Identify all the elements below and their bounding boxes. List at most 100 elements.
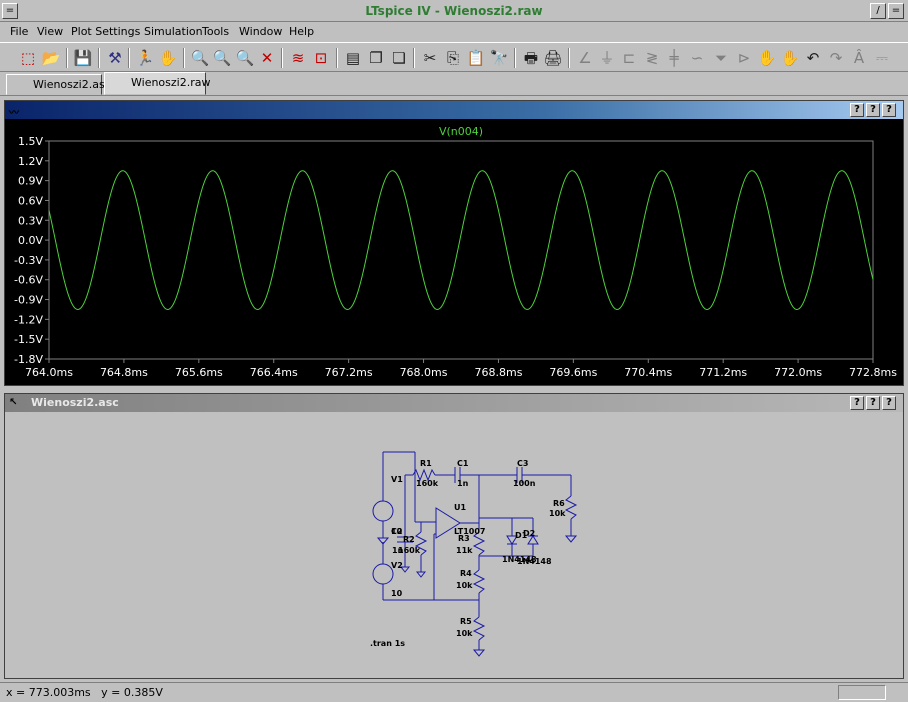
label-v2-value: 10 — [391, 589, 403, 598]
plot-minimize-button[interactable]: ? — [850, 103, 864, 117]
tab-wienoszi2-asc[interactable]: Wienoszi2.asc — [6, 74, 111, 95]
plot-window-titlebar[interactable]: 〰 ? ? ? — [5, 101, 903, 119]
zoom-fit-icon[interactable]: ⊡ — [314, 49, 328, 67]
autorange-icon[interactable]: ≋ — [291, 49, 305, 67]
minimize-button[interactable]: / — [870, 3, 886, 19]
capacitor-icon[interactable]: ╪ — [669, 49, 679, 67]
label-v1-value: 10 — [391, 527, 403, 536]
spice-directive-icon[interactable]: ⎓ — [876, 49, 888, 67]
title-bar[interactable]: = LTspice IV - Wienoszi2.raw / = — [0, 0, 908, 22]
menu-simulation[interactable]: Simulation — [144, 25, 203, 38]
zoom-out-icon[interactable]: 🔍 — [235, 49, 255, 67]
maximize-button[interactable]: = — [888, 3, 904, 19]
system-menu-button[interactable]: = — [2, 3, 18, 19]
label-r2-value: 160k — [398, 546, 421, 555]
label-r1: R1 — [420, 459, 432, 468]
drag-icon[interactable]: ✋ — [780, 49, 800, 67]
voltage-source-v2 — [372, 563, 394, 585]
tile-vertical-icon[interactable]: ❏ — [392, 49, 406, 67]
document-tabs: Wienoszi2.asc Wienoszi2.raw — [0, 72, 908, 96]
label-d2-value: 1N4148 — [517, 557, 552, 566]
zoom-in-icon[interactable]: 🔍 — [190, 49, 210, 67]
undo-icon[interactable]: ↶ — [806, 49, 820, 67]
label-r6-value: 10k — [549, 509, 566, 518]
print-setup-icon[interactable]: 🖶 — [523, 49, 539, 67]
menu-help[interactable]: Help — [289, 25, 315, 38]
find-icon[interactable]: 🔭 — [489, 49, 509, 67]
label-r4-value: 10k — [456, 581, 473, 590]
label-c1: C1 — [457, 459, 469, 468]
save-icon[interactable]: 💾 — [73, 49, 93, 67]
y-tick-label: -0.9V — [14, 294, 43, 307]
diode-icon[interactable]: ⏷ — [714, 49, 727, 67]
label-v2: V2 — [391, 561, 403, 570]
schematic-canvas[interactable]: R1 160k C1 1n C3 100n R6 10k V1 10 U1 LT… — [5, 412, 903, 678]
print-icon[interactable]: 🖨 — [543, 49, 563, 67]
plot-maximize-button[interactable]: ? — [866, 103, 880, 117]
run-icon[interactable]: 🏃 — [135, 49, 155, 67]
label-c1-value: 1n — [457, 479, 469, 488]
plot-close-button[interactable]: ? — [882, 103, 896, 117]
menu-file[interactable]: File — [10, 25, 29, 38]
schematic-close-button[interactable]: ? — [882, 396, 896, 410]
cursor-readout: x = 773.003ms y = 0.385V — [6, 686, 163, 699]
cut-icon[interactable]: ✂ — [423, 49, 437, 67]
x-tick-label: 764.0ms — [25, 366, 73, 379]
y-tick-label: 0.3V — [18, 214, 43, 227]
copy-icon[interactable]: ⎘ — [446, 49, 459, 67]
schematic-window: ↖ Wienoszi2.asc ? ? ? — [4, 393, 904, 679]
open-icon[interactable]: 📂 — [41, 49, 61, 67]
voltage-source-v1 — [372, 500, 394, 522]
resistor-icon[interactable]: ≷ — [645, 49, 659, 67]
label-r6: R6 — [553, 499, 565, 508]
menu-tools[interactable]: Tools — [202, 25, 230, 38]
toolbar: ⬚ 📂 💾 ⚒ 🏃 ✋ 🔍 🔍 🔍 ✕ ≋ ⊡ ▤ ❐ ❏ ✂ ⎘ 📋 🔭 🖶 … — [0, 42, 908, 72]
schematic-minimize-button[interactable]: ? — [850, 396, 864, 410]
y-tick-label: -0.6V — [14, 274, 43, 287]
x-tick-label: 764.8ms — [100, 366, 148, 379]
x-tick-label: 772.0ms — [774, 366, 822, 379]
x-tick-label: 766.4ms — [250, 366, 298, 379]
schematic-maximize-button[interactable]: ? — [866, 396, 880, 410]
new-schematic-icon[interactable]: ⬚ — [20, 49, 36, 67]
menu-plot-settings[interactable]: Plot Settings — [71, 25, 141, 38]
control-panel-icon[interactable]: ⚒ — [108, 49, 122, 67]
menu-view[interactable]: View — [37, 25, 64, 38]
x-tick-label: 767.2ms — [325, 366, 373, 379]
schematic-icon: ↖ — [9, 397, 18, 408]
redo-icon[interactable]: ↷ — [829, 49, 843, 67]
pan-hand-icon[interactable]: ✋ — [158, 49, 178, 67]
y-tick-label: 1.5V — [18, 135, 43, 148]
spice-directive-tran[interactable]: .tran 1s — [370, 639, 405, 648]
cascade-icon[interactable]: ❐ — [369, 49, 383, 67]
x-tick-label: 768.0ms — [400, 366, 448, 379]
move-icon[interactable]: ✋ — [757, 49, 777, 67]
label-net-icon[interactable]: ⊏ — [622, 49, 636, 67]
zoom-cancel-icon[interactable]: ✕ — [260, 49, 274, 67]
paste-icon[interactable]: 📋 — [466, 49, 486, 67]
waveform-plot[interactable]: 1.5V1.2V0.9V0.6V0.3V0.0V-0.3V-0.6V-0.9V-… — [5, 119, 903, 385]
y-tick-label: 1.2V — [18, 155, 43, 168]
y-tick-label: -1.2V — [14, 313, 43, 326]
y-tick-label: -1.5V — [14, 333, 43, 346]
label-c2-value: 1n — [392, 546, 404, 555]
inductor-icon[interactable]: ∽ — [690, 49, 704, 67]
label-d1: D1 — [515, 531, 528, 540]
x-tick-label: 772.8ms — [849, 366, 897, 379]
menu-window[interactable]: Window — [239, 25, 283, 38]
component-icon[interactable]: ⊳ — [737, 49, 751, 67]
label-r5-value: 10k — [456, 629, 473, 638]
label-u1: U1 — [454, 503, 466, 512]
tab-wienoszi2-raw[interactable]: Wienoszi2.raw — [104, 72, 210, 95]
label-r5: R5 — [460, 617, 472, 626]
x-tick-label: 769.6ms — [549, 366, 597, 379]
text-icon[interactable]: Â — [853, 49, 865, 67]
zoom-area-icon[interactable]: 🔍 — [212, 49, 232, 67]
schematic-window-titlebar[interactable]: ↖ Wienoszi2.asc ? ? ? — [5, 394, 903, 412]
wire-icon[interactable]: ∠ — [578, 49, 592, 67]
label-r2: R2 — [403, 535, 415, 544]
ground-icon[interactable]: ⏚ — [599, 49, 615, 67]
tile-horizontal-icon[interactable]: ▤ — [345, 49, 361, 67]
tab-label: Wienoszi2.raw — [131, 76, 211, 89]
